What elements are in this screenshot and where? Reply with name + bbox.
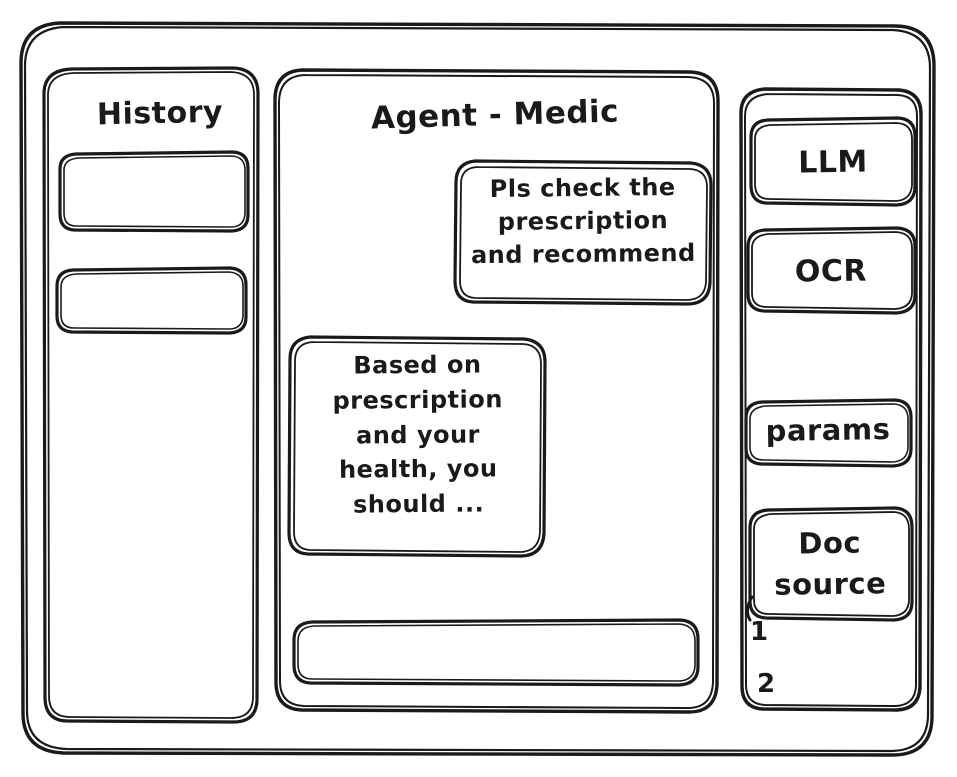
- doc-list-item-2[interactable]: 2: [757, 669, 776, 699]
- tool-llm-button[interactable]: [751, 118, 915, 205]
- composer-input[interactable]: [294, 620, 698, 685]
- history-item-2[interactable]: [57, 268, 246, 333]
- tool-ocr-button[interactable]: [748, 228, 915, 313]
- assistant-message-bubble: [289, 337, 545, 556]
- history-item-1[interactable]: [60, 152, 248, 231]
- tool-doc-source-button[interactable]: [750, 508, 912, 620]
- history-panel-title: History: [96, 94, 224, 133]
- doc-list-item-1[interactable]: 1: [750, 617, 769, 647]
- tool-params-button[interactable]: [746, 400, 911, 466]
- page-title: Agent - Medic: [370, 93, 620, 137]
- user-message-bubble: [455, 161, 711, 304]
